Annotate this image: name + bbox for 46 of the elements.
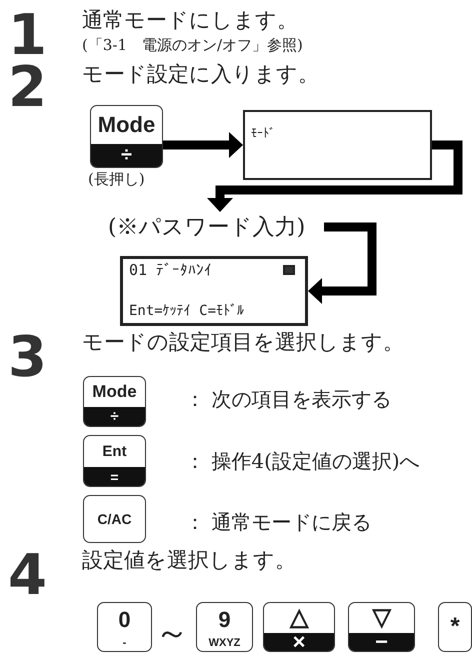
keypad-key <box>97 602 152 652</box>
keypad-key <box>83 495 146 543</box>
key-label: * <box>449 612 461 642</box>
screen-text: 01 ﾃﾞｰﾀﾊﾝｲ <box>129 261 212 279</box>
lcd-screen <box>120 256 308 326</box>
key-label: Mode <box>96 110 156 139</box>
range-symbol: ～ <box>155 612 189 654</box>
lcd-screen <box>243 110 432 180</box>
key-symbol: ÷ <box>84 407 145 426</box>
key-label: 9 <box>217 606 232 634</box>
key-label: ▽ <box>371 603 392 633</box>
key-label: Ent <box>101 442 128 462</box>
key-note: (長押し) <box>88 170 145 189</box>
step-number: 3 <box>8 330 47 386</box>
keypad-key <box>348 602 415 652</box>
key-description: ： 通常モードに戻る <box>185 509 372 536</box>
arrow <box>308 222 376 304</box>
keypad-key <box>90 105 163 168</box>
key-subtext: WXYZ <box>208 636 242 651</box>
key-label: Mode <box>91 381 138 404</box>
keypad-key <box>438 602 472 652</box>
key-description: ： 操作4(設定値の選択)へ <box>185 448 420 475</box>
reference-note: (「3-1 電源のオン/オフ」参照) <box>82 36 303 55</box>
key-symbol: = <box>84 467 145 486</box>
instruction-text: 通常モードにします。 <box>82 7 298 34</box>
screen-text: ﾓｰﾄﾞ <box>251 126 275 140</box>
key-symbol: × <box>264 632 334 651</box>
instruction-text: モード設定に入ります。 <box>82 61 319 88</box>
instruction-text: 設定値を選択します。 <box>82 547 296 574</box>
key-symbol: ÷ <box>91 144 162 167</box>
step-number: 4 <box>8 548 47 604</box>
keypad-key <box>83 376 146 427</box>
keypad-key <box>263 602 335 652</box>
keypad-key <box>83 435 146 487</box>
instruction-text: モードの設定項目を選択します。 <box>82 329 404 356</box>
key-symbol: − <box>349 632 414 651</box>
key-subtext: - <box>122 636 128 651</box>
arrow <box>163 132 243 158</box>
key-label: C/AC <box>96 510 133 529</box>
key-label: 0 <box>117 606 132 634</box>
key-description: ： 次の項目を表示する <box>185 386 392 413</box>
instruction-text: (※パスワード入力) <box>108 212 324 242</box>
keypad-key <box>196 602 253 652</box>
arrow <box>207 140 462 212</box>
screen-text: Ent=ｹｯﾃｲ C=ﾓﾄﾞﾙ <box>129 303 244 319</box>
key-label: △ <box>288 603 310 633</box>
